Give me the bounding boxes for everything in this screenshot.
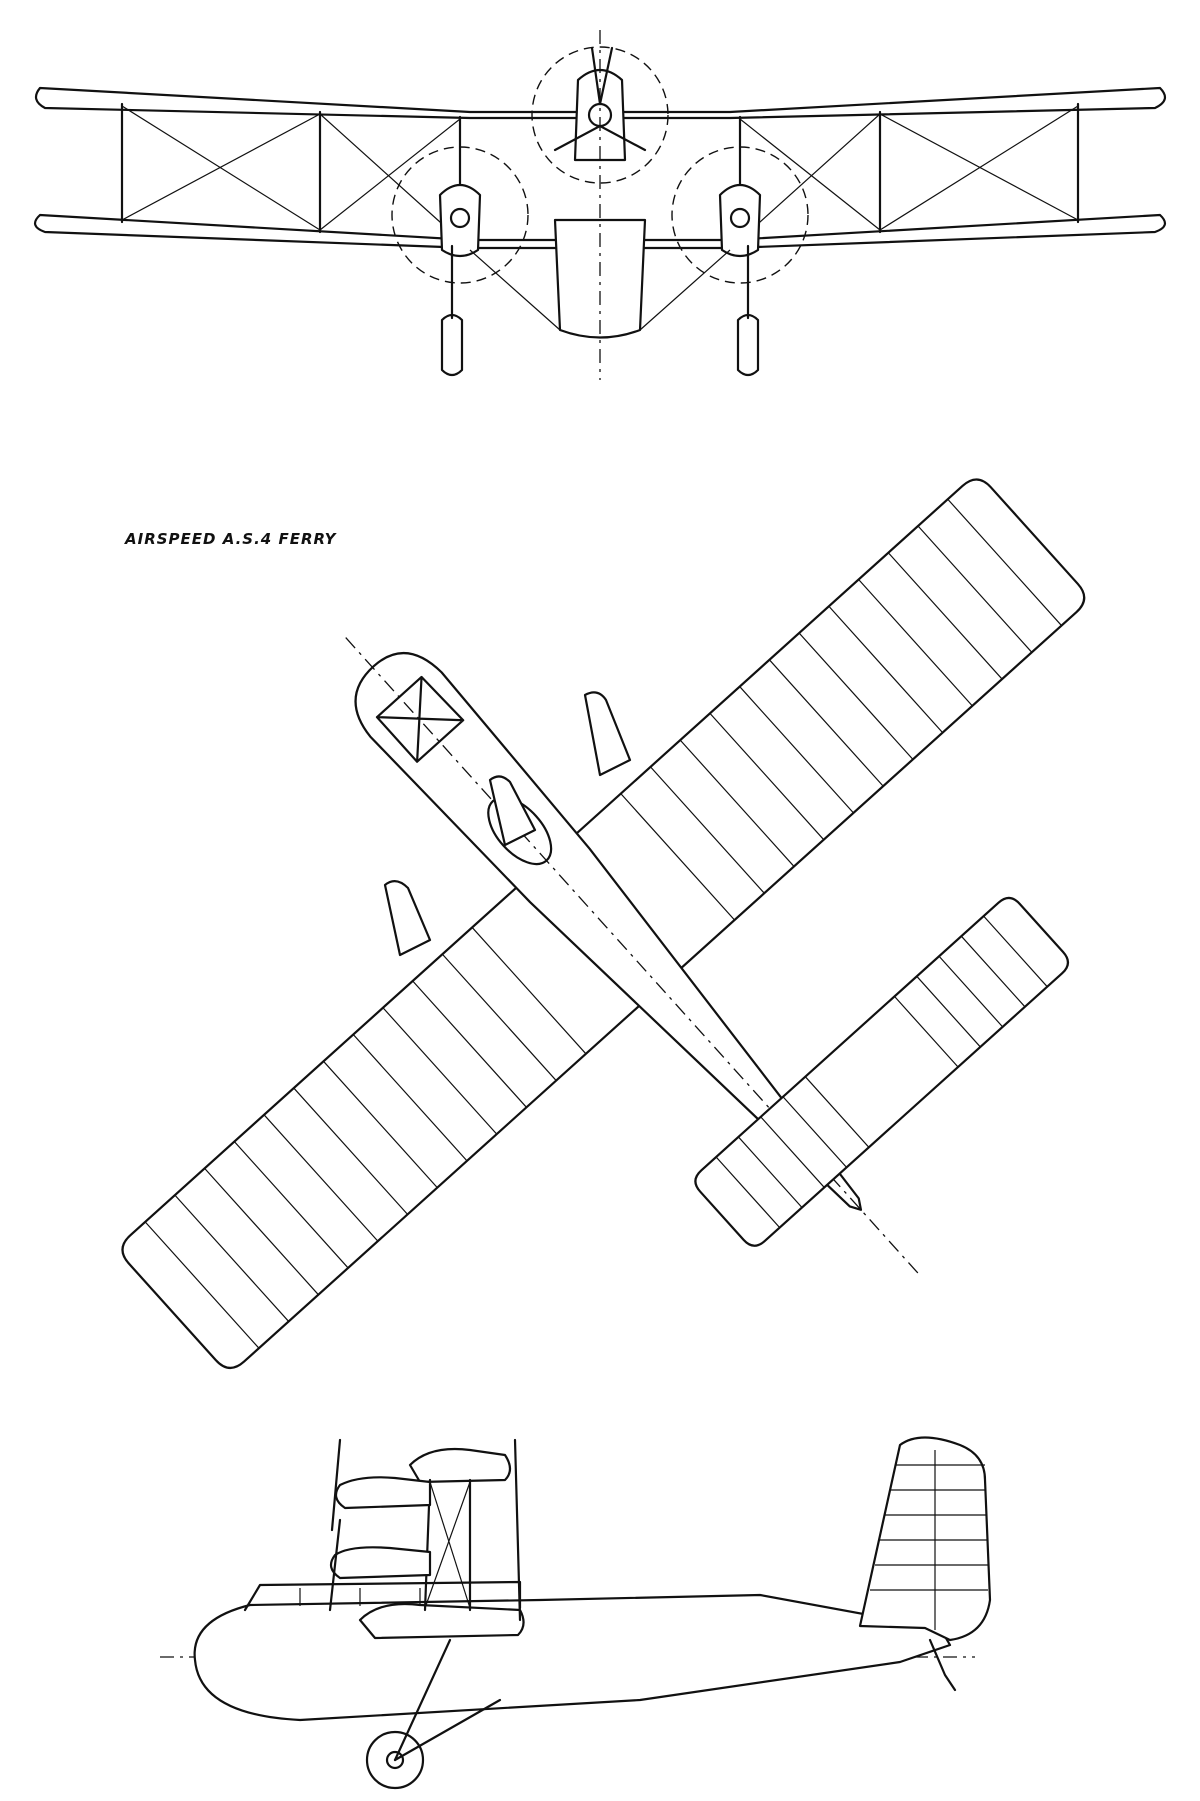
plan-tailplane [694,896,1070,1247]
plan-hull [354,652,863,1211]
front-right-nacelle [718,183,762,258]
plan-nacelle-center [488,775,537,847]
side-engine-lower [329,1546,432,1580]
front-lower-wing [33,213,1167,250]
front-left-float [440,313,464,377]
front-center-nacelle [573,68,627,162]
front-hull [553,218,647,339]
front-left-nacelle [438,183,482,258]
side-lower-wing [358,1602,525,1640]
drawing-caption: AIRSPEED A.S.4 FERRY [125,530,337,548]
side-view [160,1436,992,1790]
plan-view [121,478,1086,1370]
side-hull [193,1593,952,1722]
front-right-float [736,313,760,377]
front-upper-wing [34,86,1167,120]
plan-nacelle-lower [383,880,432,957]
plan-nacelle-upper [583,691,632,777]
side-upper-wing [408,1447,512,1484]
side-fin [858,1436,992,1642]
front-view [33,30,1167,380]
side-engine-upper [334,1476,432,1510]
plan-wing-ribs [144,498,1062,1349]
